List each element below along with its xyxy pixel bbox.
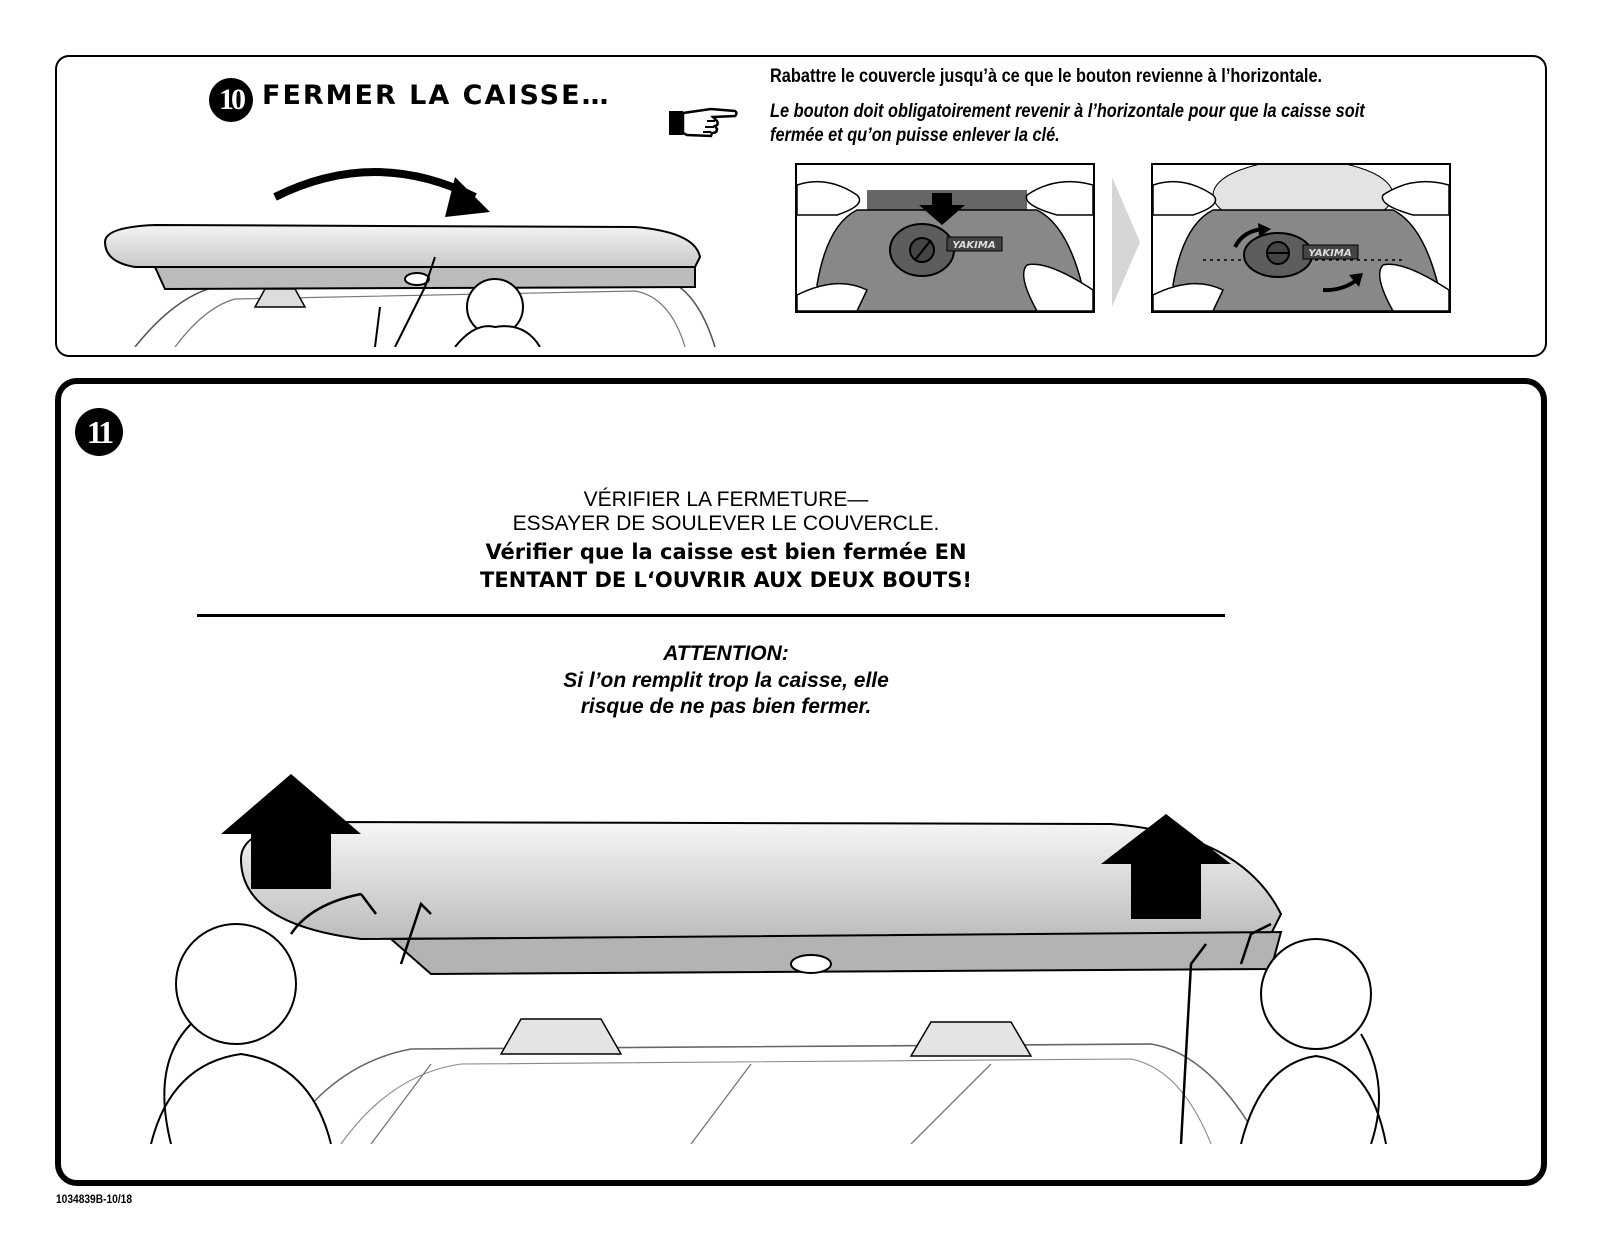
latch-detail-before: YAKIMA <box>795 163 1095 313</box>
check-sub-line-1: Vérifier que la caisse est bien fermée E… <box>485 540 967 564</box>
step-note: Le bouton doit obligatoirement revenir à… <box>770 100 1510 148</box>
step-10-panel: 10 FERMER LA CAISSE… Rabattre le couverc… <box>55 55 1547 357</box>
brand-label: YAKIMA <box>1308 248 1351 259</box>
divider <box>197 614 1225 617</box>
note-line-2: fermée et qu’on puisse enlever la clé. <box>770 125 1060 146</box>
check-title: VÉRIFIER LA FERMETURE— ESSAYER DE SOULEV… <box>61 488 1391 536</box>
attention-line-2: risque de ne pas bien fermer. <box>580 695 872 718</box>
step-number-badge: 11 <box>75 408 123 456</box>
brand-label: YAKIMA <box>952 240 995 251</box>
document-code: 1034839B-10/18 <box>56 1192 133 1206</box>
closing-box-illustration <box>103 168 716 347</box>
pointing-hand-icon <box>669 107 738 138</box>
latch-detail-after: YAKIMA <box>1151 163 1451 313</box>
check-subtitle: Vérifier que la caisse est bien fermée E… <box>61 538 1391 594</box>
step-11-panel: 11 VÉRIFIER LA FERMETURE— ESSAYER DE SOU… <box>55 378 1547 1186</box>
step-instruction: Rabattre le couvercle jusqu’à ce que le … <box>770 66 1323 87</box>
note-line-1: Le bouton doit obligatoirement revenir à… <box>770 101 1365 122</box>
check-title-line-1: VÉRIFIER LA FERMETURE— <box>583 488 869 511</box>
attention-title: ATTENTION: <box>663 642 789 665</box>
step-number-badge: 10 <box>209 78 253 122</box>
lift-test-illustration <box>150 774 1387 1144</box>
check-sub-line-2: TENTANT DE L‘OUVRIR AUX DEUX BOUTS! <box>480 568 972 592</box>
attention-line-1: Si l’on remplit trop la caisse, elle <box>563 669 889 692</box>
check-title-line-2: ESSAYER DE SOULEVER LE COUVERCLE. <box>512 512 940 535</box>
attention-text: Si l’on remplit trop la caisse, elle ris… <box>61 668 1391 720</box>
chevron-right-icon <box>1112 177 1140 307</box>
step-title: FERMER LA CAISSE… <box>262 80 611 111</box>
